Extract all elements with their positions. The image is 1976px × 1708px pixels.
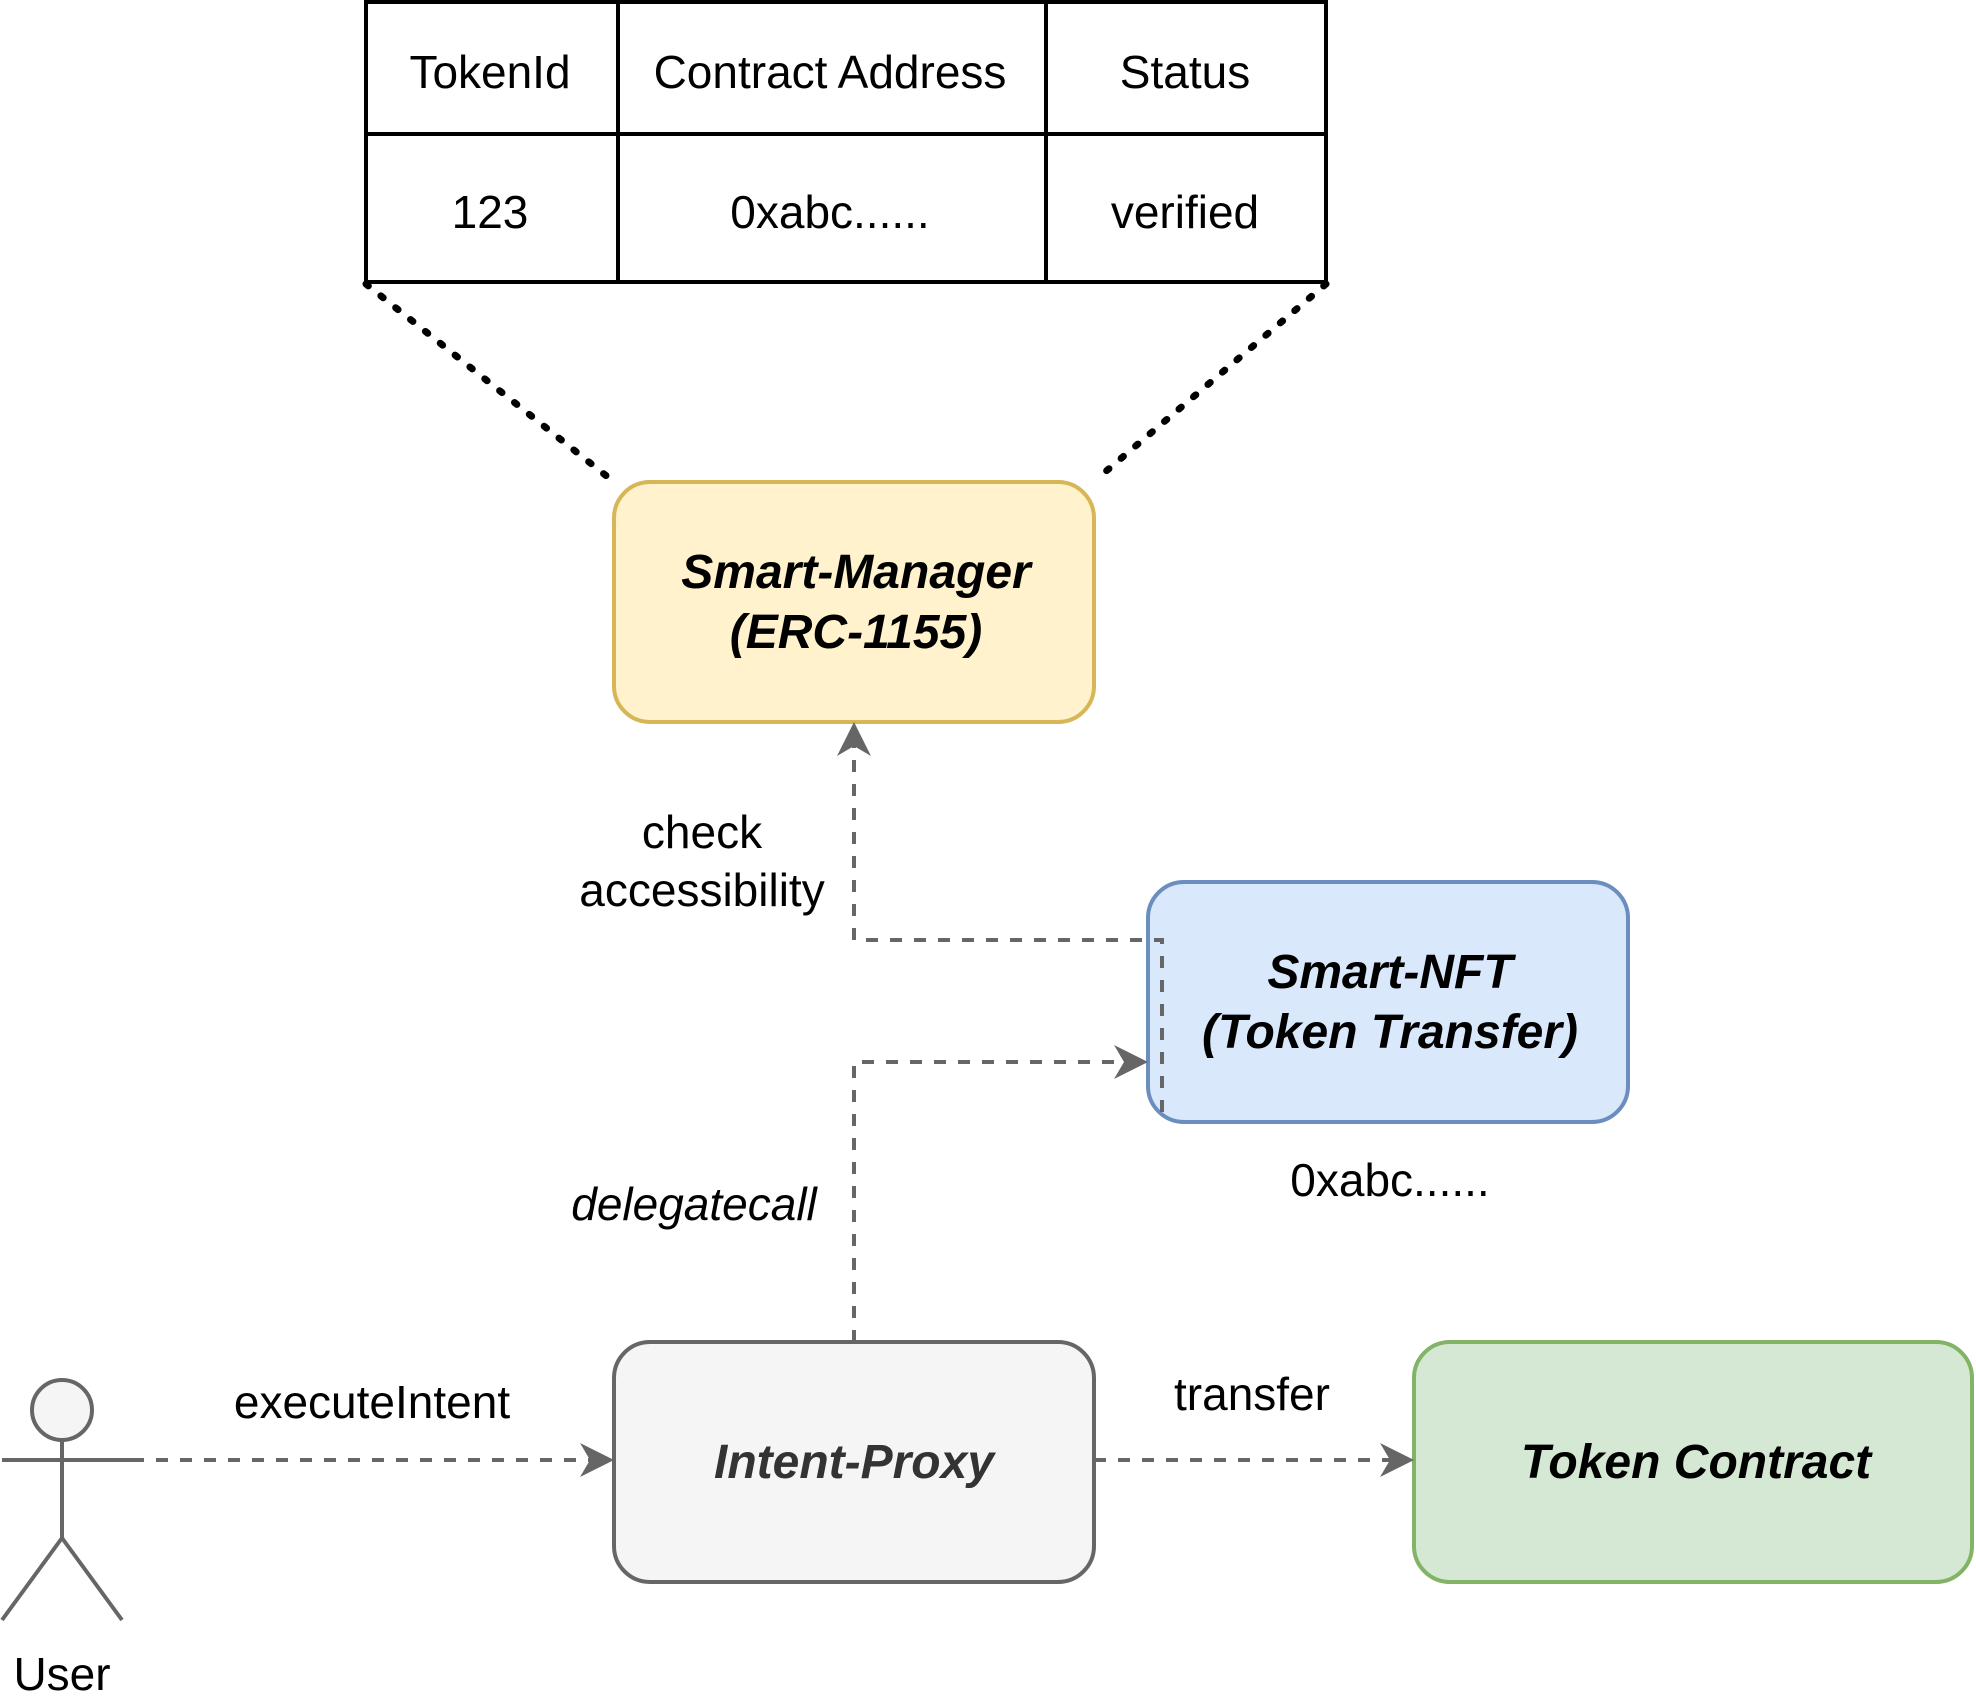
token-contract-label: Token Contract — [1521, 1436, 1873, 1489]
smart-nft-label-line1: Smart-NFT — [1267, 946, 1516, 999]
zoom-line-right — [1094, 280, 1330, 482]
user-actor-right-leg — [60, 1536, 124, 1622]
edge-check-accessibility-label-line1: check — [642, 806, 763, 858]
table-header-tokenid: TokenId — [409, 46, 570, 98]
edge-transfer-label: transfer — [1174, 1368, 1330, 1420]
user-actor-label: User — [13, 1648, 110, 1700]
table-cell-contract-address: 0xabc...... — [730, 186, 929, 238]
edge-check-accessibility — [852, 726, 1164, 1112]
edge-delegatecall — [852, 1060, 1144, 1342]
smart-manager-label-line1: Smart-Manager — [681, 546, 1033, 599]
table-cell-status: verified — [1111, 186, 1259, 238]
edge-delegatecall-arrowhead — [1114, 1045, 1148, 1079]
table-border — [364, 0, 1328, 284]
token-contract-box — [1412, 1340, 1974, 1584]
smart-nft-label-line2: (Token Transfer) — [1202, 1006, 1578, 1059]
table-cell-tokenid: 123 — [452, 186, 529, 238]
edge-execute-intent-arrowhead — [580, 1443, 614, 1477]
edge-execute-intent-label: executeIntent — [234, 1376, 510, 1428]
edge-check-accessibility-label-line2: accessibility — [579, 864, 824, 916]
user-actor-head — [30, 1378, 94, 1442]
user-actor-icon — [0, 1378, 132, 1622]
table-header-status: Status — [1120, 46, 1250, 98]
intent-proxy-node: Intent-Proxy — [612, 1340, 1096, 1584]
token-contract-node: Token Contract — [1412, 1340, 1974, 1584]
smart-nft-box — [1146, 880, 1630, 1124]
edge-check-accessibility-arrowhead — [837, 722, 871, 756]
smart-manager-label-line2: (ERC-1155) — [730, 606, 983, 659]
smart-nft-node: Smart-NFT (Token Transfer) 0xabc...... — [1146, 880, 1630, 1206]
table-header-contract-address: Contract Address — [654, 46, 1007, 98]
zoom-line-left — [362, 280, 618, 486]
edge-transfer-arrowhead — [1380, 1443, 1414, 1477]
smart-manager-node: Smart-Manager (ERC-1155) — [612, 480, 1096, 724]
smart-nft-address: 0xabc...... — [1290, 1154, 1489, 1206]
token-registry-table: TokenId Contract Address Status 123 0xab… — [364, 0, 1328, 284]
smart-manager-box — [612, 480, 1096, 724]
edge-delegatecall-label: delegatecall — [571, 1178, 818, 1230]
user-actor-left-leg — [0, 1536, 64, 1622]
intent-proxy-label: Intent-Proxy — [714, 1436, 996, 1489]
